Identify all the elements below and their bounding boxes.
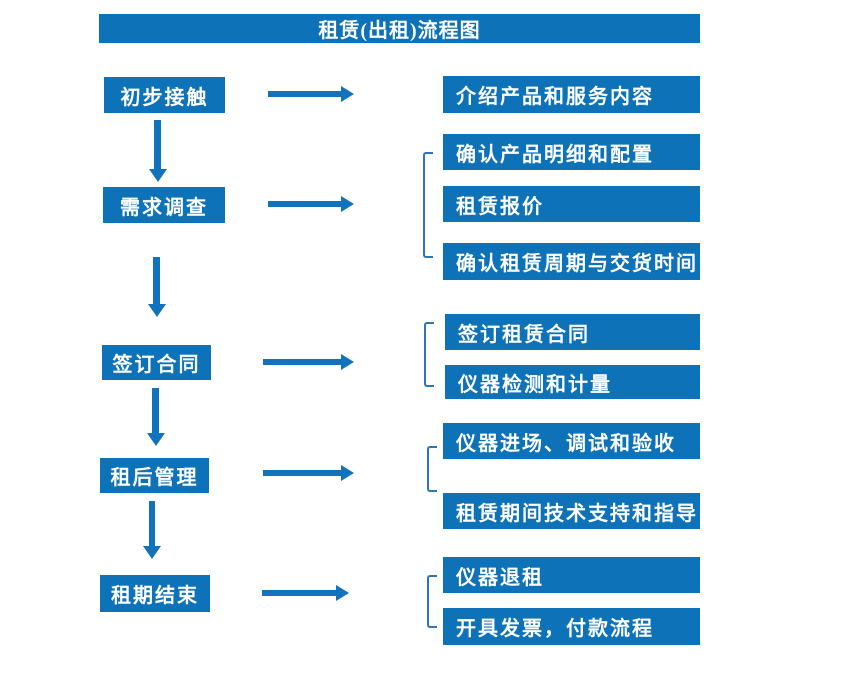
output-instrument-return: 仪器退租 xyxy=(443,557,700,593)
output-sign-lease-contract: 签订租赁合同 xyxy=(445,314,700,350)
right-arrow xyxy=(263,359,341,365)
output-confirm-product-details: 确认产品明细和配置 xyxy=(443,134,700,170)
step-box-initial-contact: 初步接触 xyxy=(104,77,225,113)
right-arrow xyxy=(268,201,341,207)
group-bracket xyxy=(423,152,433,258)
down-arrow xyxy=(152,388,159,433)
step-box-lease-end: 租期结束 xyxy=(100,575,210,612)
step-box-demand-survey: 需求调查 xyxy=(103,187,225,223)
flow-title: 租赁(出租)流程图 xyxy=(99,14,700,43)
right-arrow xyxy=(263,470,341,476)
right-arrow xyxy=(262,590,336,596)
output-confirm-lease-period-delivery: 确认租赁周期与交货时间 xyxy=(443,243,700,280)
output-instrument-testing-metering: 仪器检测和计量 xyxy=(445,365,700,399)
group-bracket xyxy=(427,446,437,492)
group-bracket xyxy=(427,575,437,628)
output-instrument-entry-debug-acceptance: 仪器进场、调试和验收 xyxy=(443,423,700,459)
down-arrow xyxy=(154,120,161,169)
group-bracket xyxy=(424,322,434,387)
output-tech-support-guidance: 租赁期间技术支持和指导 xyxy=(443,493,700,529)
output-rental-quote: 租赁报价 xyxy=(443,186,700,222)
down-arrow xyxy=(153,257,160,304)
output-intro-products-services: 介绍产品和服务内容 xyxy=(443,76,700,113)
step-box-sign-contract: 签订合同 xyxy=(102,345,211,380)
step-box-post-rental-management: 租后管理 xyxy=(100,458,209,493)
output-invoice-payment-process: 开具发票，付款流程 xyxy=(443,608,700,645)
right-arrow xyxy=(268,91,341,97)
down-arrow xyxy=(149,501,155,546)
